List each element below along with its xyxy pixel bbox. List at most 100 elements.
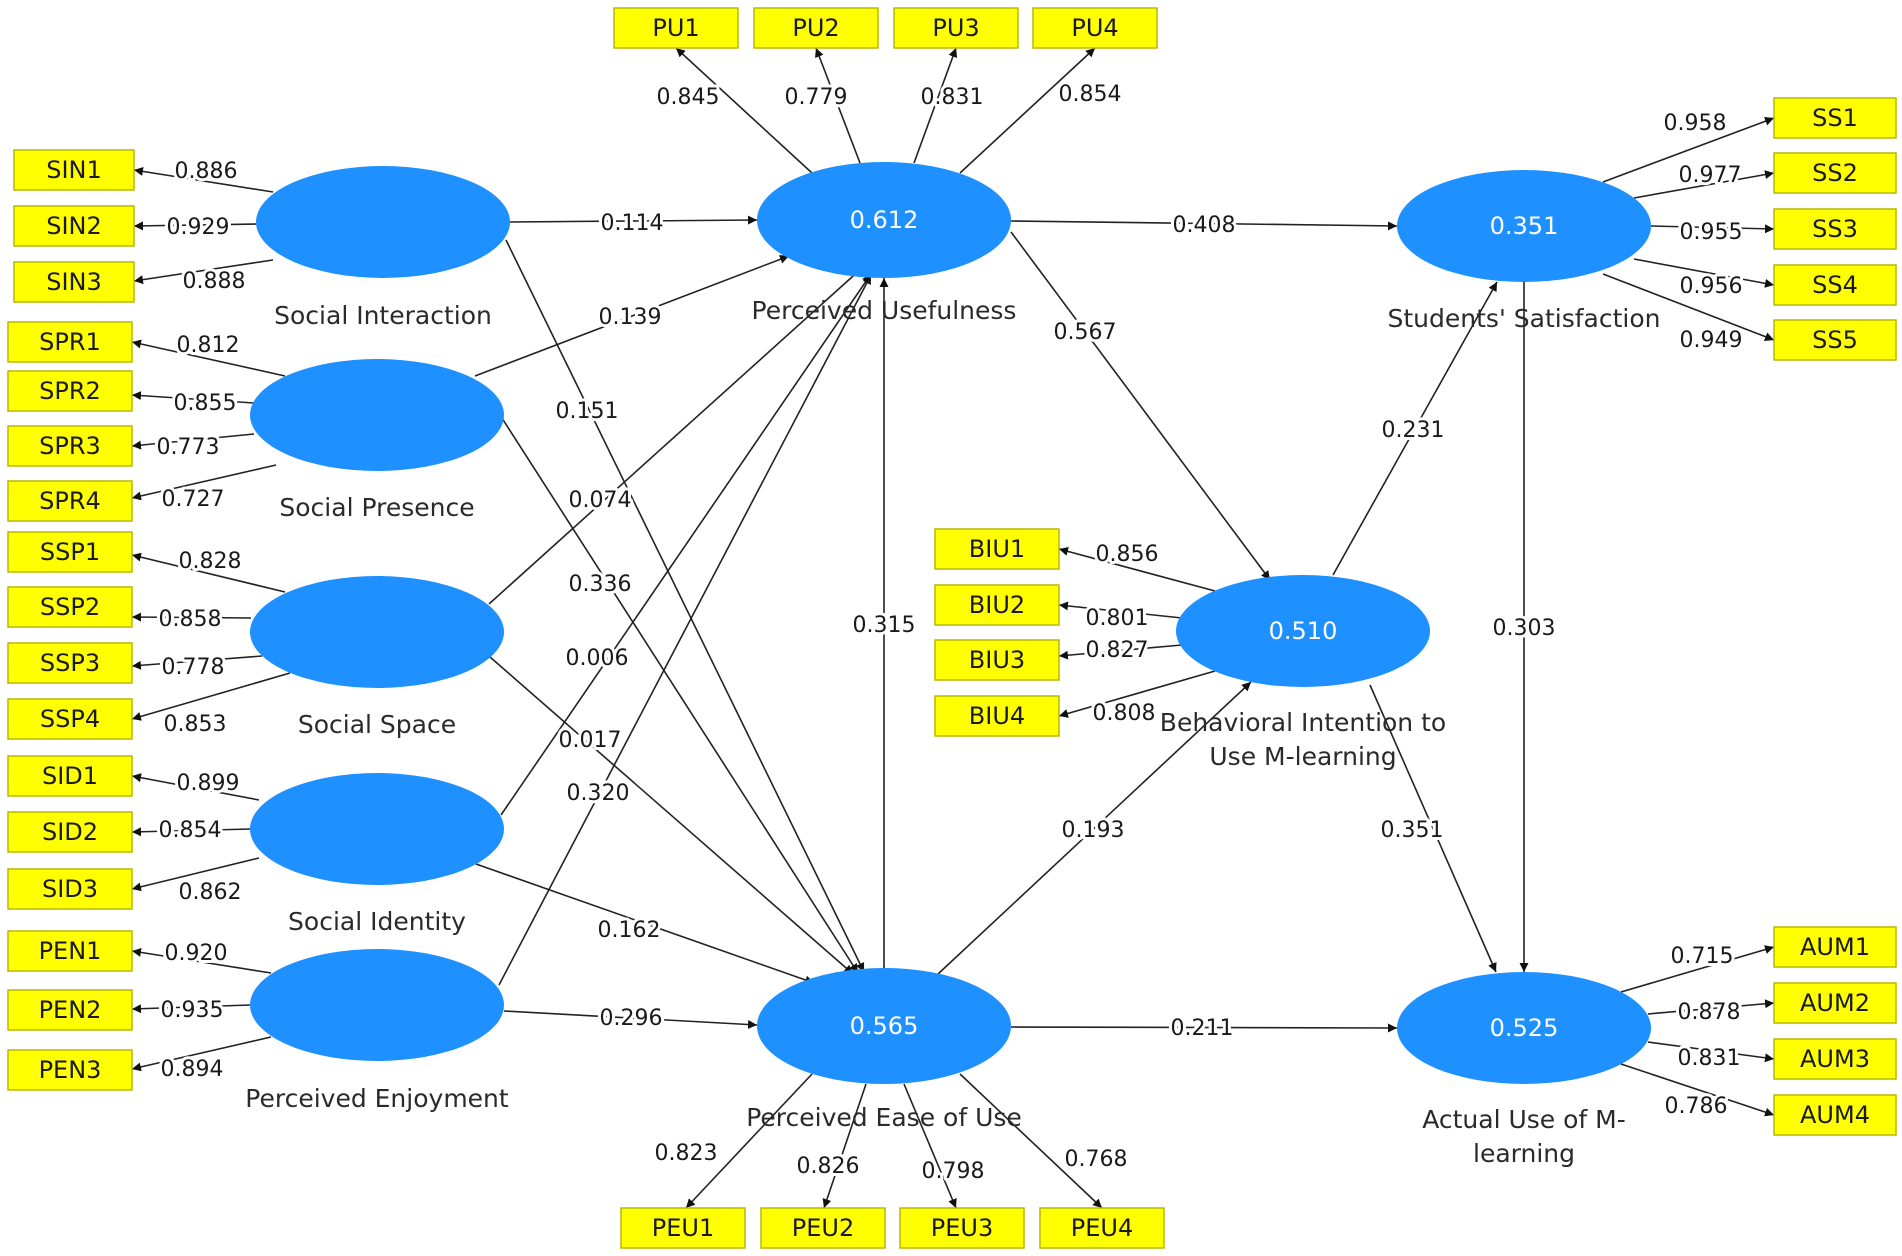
- indicator-pu2-box: [753, 7, 879, 49]
- construct-sin-ellipse: [256, 166, 510, 278]
- indicator-ss2-label: SS2: [1812, 159, 1858, 187]
- indicator-biu1-box: [934, 528, 1060, 570]
- loading-spr2-arrow: [131, 391, 255, 404]
- indicator-aum3-label: AUM3: [1800, 1045, 1870, 1073]
- loading-ss1-arrow: [1602, 116, 1775, 183]
- path-pen-to-peu-coefficient: 0.296: [600, 1006, 663, 1031]
- indicator-ssp2-label: SSP2: [40, 593, 100, 621]
- path-sid-to-peu-coefficient: 0.162: [598, 918, 661, 943]
- loading-spr2-value: 0.855: [174, 391, 237, 416]
- loading-biu2-arrow: [1058, 601, 1183, 619]
- path-pen-to-peu-arrow: [503, 1010, 758, 1029]
- construct-biu-label: Behavioral Intention to: [1160, 708, 1446, 737]
- indicator-sin2-label: SIN2: [46, 212, 102, 240]
- path-spr-to-pu-coefficient: 0.139: [599, 305, 662, 330]
- indicator-spr4-box: [7, 480, 133, 522]
- loading-pu2-value: 0.779: [785, 85, 848, 110]
- indicator-ssp4-label: SSP4: [40, 705, 100, 733]
- loading-spr4-value: 0.727: [162, 487, 225, 512]
- edges-layer: [131, 47, 1775, 1209]
- path-biu-to-aum-arrow: [1369, 684, 1497, 973]
- loading-pu3-value: 0.831: [921, 85, 984, 110]
- indicator-sin2-box: [13, 205, 135, 247]
- construct-sid-label: Social Identity: [288, 907, 466, 936]
- indicator-biu2-label: BIU2: [969, 591, 1025, 619]
- path-biu-to-ss-coefficient: 0.231: [1382, 418, 1445, 443]
- path-spr-to-pu-arrow: [474, 255, 790, 377]
- path-peu-to-pu-coefficient: 0.315: [853, 613, 916, 638]
- loading-aum3-arrow: [1647, 1041, 1775, 1063]
- loading-ss2-arrow: [1633, 170, 1775, 199]
- indicator-ss5-box: [1773, 319, 1897, 361]
- path-spr-to-peu-arrow: [499, 414, 859, 974]
- loading-spr3-arrow: [131, 433, 255, 450]
- path-peu-to-biu-arrow: [937, 681, 1252, 975]
- indicator-ss3-label: SS3: [1812, 215, 1858, 243]
- indicator-sin1-box: [13, 149, 135, 191]
- indicator-sid2-label: SID2: [42, 818, 98, 846]
- construct-sin-label: Social Interaction: [274, 301, 492, 330]
- path-pu-to-biu-arrow: [1010, 231, 1271, 581]
- loading-peu1-arrow: [685, 1073, 813, 1209]
- path-sid-to-pu-coefficient: 0.006: [566, 646, 629, 671]
- indicator-ss5-label: SS5: [1812, 326, 1858, 354]
- path-peu-to-biu-coefficient: 0.193: [1062, 818, 1125, 843]
- indicator-pu4-box: [1032, 7, 1158, 49]
- loading-sin1-arrow: [133, 166, 274, 193]
- construct-pu-ellipse: [757, 162, 1011, 278]
- indicator-ssp3-label: SSP3: [40, 649, 100, 677]
- construct-pu-r-squared: 0.612: [850, 206, 919, 234]
- loading-pu1-value: 0.845: [657, 85, 720, 110]
- path-pu-to-ss-coefficient: 0.408: [1173, 213, 1236, 238]
- loading-ss1-value: 0.958: [1664, 111, 1727, 136]
- indicator-biu1-label: BIU1: [969, 535, 1025, 563]
- loading-peu2-arrow: [822, 1083, 867, 1209]
- path-sid-to-peu-arrow: [475, 863, 815, 985]
- path-sin-to-pu-coefficient: 0.114: [601, 211, 664, 236]
- construct-peu-label: Perceived Ease of Use: [746, 1103, 1022, 1132]
- loading-sid3-value: 0.862: [179, 880, 242, 905]
- loading-pen1-value: 0.920: [165, 941, 228, 966]
- loading-ss3-arrow: [1650, 224, 1775, 234]
- loading-aum1-value: 0.715: [1671, 944, 1734, 969]
- path-pu-to-biu-coefficient: 0.567: [1054, 320, 1117, 345]
- indicator-sin3-label: SIN3: [46, 268, 102, 296]
- indicator-aum4-label: AUM4: [1800, 1101, 1870, 1129]
- loading-pu4-arrow: [959, 47, 1096, 174]
- labels-layer: 0.1140.1510.1390.3360.0740.0170.0060.162…: [154, 79, 1746, 1187]
- loading-pu3-arrow: [913, 47, 958, 164]
- loading-peu3-value: 0.798: [922, 1159, 985, 1184]
- loading-ssp3-arrow: [131, 655, 263, 670]
- indicator-pu4-label: PU4: [1071, 14, 1118, 42]
- indicator-peu2-box: [760, 1207, 886, 1249]
- indicator-sid3-label: SID3: [42, 875, 98, 903]
- loading-spr1-arrow: [131, 339, 286, 377]
- loading-pu4-value: 0.854: [1059, 82, 1122, 107]
- indicator-spr3-box: [7, 425, 133, 467]
- loading-sin2-value: 0.929: [167, 215, 230, 240]
- path-biu-to-ss-arrow: [1332, 281, 1498, 576]
- loading-ssp1-value: 0.828: [179, 549, 242, 574]
- path-peu-to-aum-arrow: [1010, 1023, 1398, 1033]
- loading-aum1-arrow: [1620, 945, 1775, 993]
- nodes-layer: 0.6120.5650.5100.3510.525SIN1SIN2SIN3SPR…: [7, 7, 1897, 1249]
- indicator-aum3-box: [1773, 1038, 1897, 1080]
- indicator-peu1-label: PEU1: [652, 1214, 714, 1242]
- indicator-peu3-box: [899, 1207, 1025, 1249]
- indicator-spr2-label: SPR2: [39, 377, 101, 405]
- indicator-pu2-label: PU2: [792, 14, 839, 42]
- loading-aum2-arrow: [1647, 999, 1775, 1015]
- loading-spr4-arrow: [131, 464, 277, 501]
- construct-sid-ellipse: [250, 773, 504, 885]
- loading-pu2-arrow: [815, 47, 861, 164]
- construct-ssp-ellipse: [250, 576, 504, 688]
- loading-ssp4-arrow: [131, 672, 291, 721]
- construct-aum-r-squared: 0.525: [1490, 1014, 1559, 1042]
- indicator-biu3-label: BIU3: [969, 646, 1025, 674]
- path-sin-to-pu-arrow: [509, 215, 758, 225]
- construct-biu-ellipse: [1176, 575, 1430, 687]
- loading-aum3-value: 0.831: [1678, 1046, 1741, 1071]
- indicator-peu2-label: PEU2: [792, 1214, 854, 1242]
- path-pen-to-pu-coefficient: 0.320: [567, 781, 630, 806]
